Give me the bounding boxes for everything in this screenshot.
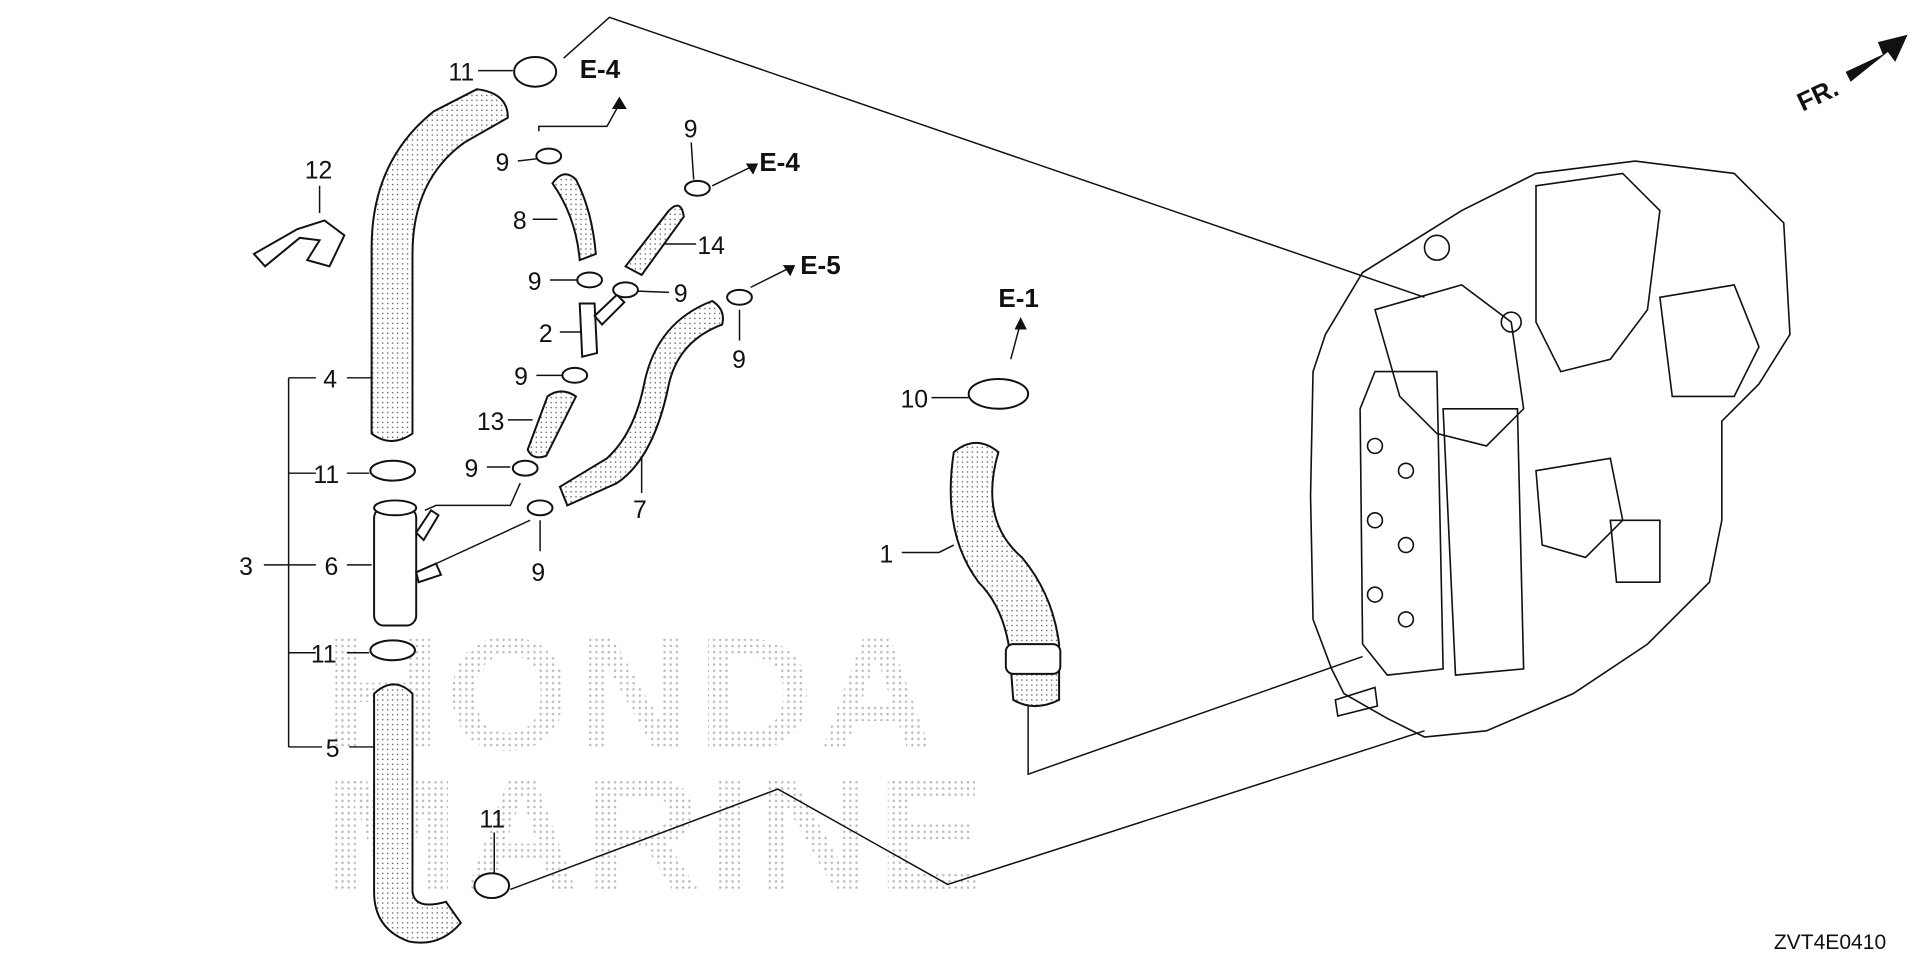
clamp-11 [513, 55, 558, 88]
hose-13 [526, 390, 578, 459]
callout-6: 6 [325, 554, 339, 581]
callout-9: 9 [514, 364, 528, 391]
callout-3: 3 [239, 554, 253, 581]
callout-12: 12 [305, 157, 333, 184]
callout-9: 9 [732, 347, 746, 374]
callout-4: 4 [323, 367, 337, 394]
callout-8: 8 [513, 208, 527, 235]
clamp-11 [369, 639, 416, 662]
hose-7 [558, 299, 724, 507]
hose-8 [551, 173, 597, 262]
callout-11: 11 [448, 60, 474, 87]
joint-2 [578, 293, 626, 359]
callout-11: 11 [311, 642, 337, 669]
clamp-9 [726, 288, 753, 306]
joint-6 [373, 499, 443, 627]
arrow-icon [782, 265, 796, 277]
clamp-9 [684, 179, 711, 197]
clamp-9 [612, 281, 639, 299]
reference-e4[interactable]: E-4 [759, 147, 800, 177]
callout-11: 11 [479, 806, 505, 833]
callout-9: 9 [495, 150, 509, 177]
front-direction-marker: FR. [1792, 34, 1908, 117]
holder-12 [252, 219, 346, 268]
clamp-11 [473, 872, 511, 900]
section-references[interactable]: E-4 E-4 E-5 E-1 [580, 54, 1039, 330]
callout-10: 10 [901, 387, 929, 414]
callout-9: 9 [465, 456, 479, 483]
diagram-code: ZVT4E0410 [1774, 931, 1886, 954]
arrow-icon [1845, 34, 1908, 82]
reference-e4[interactable]: E-4 [580, 54, 621, 84]
callout-9: 9 [531, 560, 545, 587]
hose-14 [624, 204, 685, 277]
clamp-11 [369, 459, 416, 482]
engine-assembly [1309, 160, 1791, 738]
svg-text:MARINE: MARINE [325, 744, 990, 924]
honda-marine-watermark: HONDA MARINE [325, 604, 990, 924]
hose-1-fitting [1004, 643, 1062, 675]
hose-5 [373, 683, 463, 944]
callout-11: 11 [313, 462, 339, 489]
clamp-9 [511, 459, 539, 477]
svg-text:HONDA: HONDA [325, 604, 940, 784]
arrow-icon [1014, 317, 1027, 330]
clamp-10 [967, 378, 1030, 410]
hose-4 [370, 88, 509, 442]
clamps [369, 55, 1030, 900]
callout-9: 9 [684, 116, 698, 143]
callout-7: 7 [633, 497, 647, 524]
reference-e5[interactable]: E-5 [800, 250, 840, 280]
clamp-9 [576, 271, 604, 289]
arrow-icon [745, 163, 759, 175]
callout-13: 13 [477, 409, 505, 436]
clamp-9 [526, 499, 554, 517]
callout-2: 2 [539, 321, 553, 348]
callout-14: 14 [697, 233, 725, 260]
arrow-icon [611, 96, 627, 110]
clamp-9 [535, 147, 563, 165]
callout-5: 5 [326, 736, 340, 763]
callout-1: 1 [879, 541, 893, 568]
callout-9: 9 [528, 269, 542, 296]
clamp-9 [561, 366, 589, 384]
reference-e1[interactable]: E-1 [998, 283, 1038, 313]
svg-text:FR.: FR. [1792, 72, 1843, 117]
callouts: 11 9 12 9 8 14 9 9 2 9 4 9 13 10 11 9 7 … [239, 60, 928, 834]
leader-lines [263, 16, 1425, 891]
callout-9: 9 [674, 281, 688, 308]
